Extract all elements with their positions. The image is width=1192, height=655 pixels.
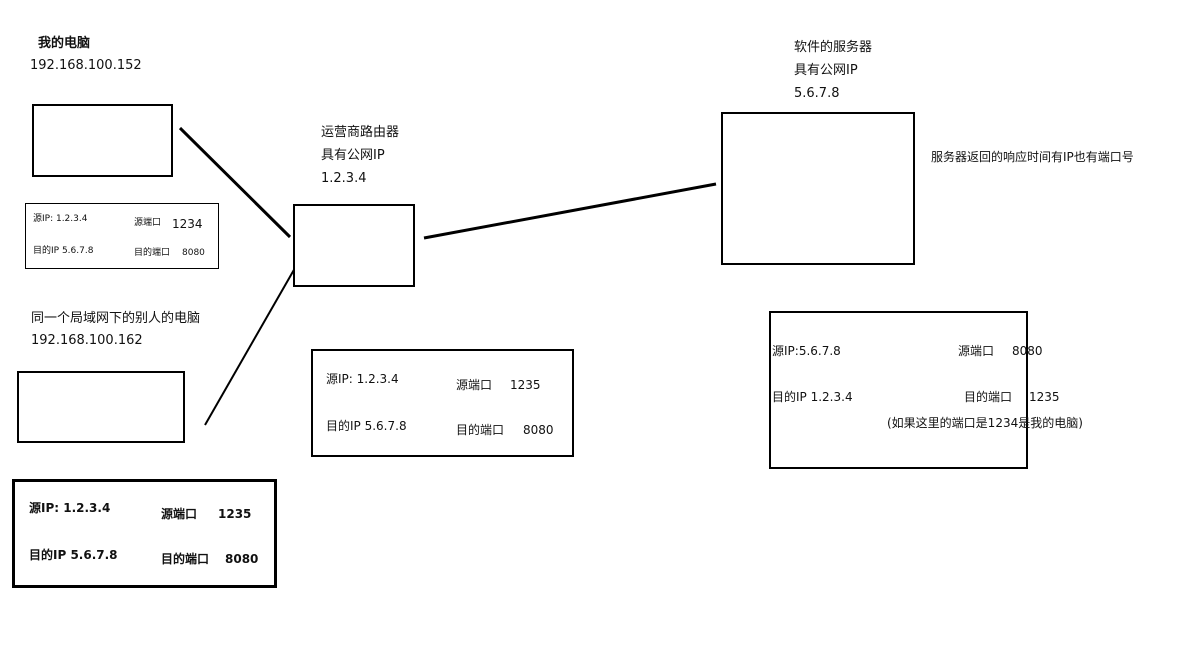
- packet-router-dst-port-label: 目的端口: [456, 423, 505, 437]
- router-label: 运营商路由器: [321, 125, 400, 140]
- packet-other-pc-dst-port: 8080: [225, 552, 259, 566]
- packet-router-dst-ip: 目的IP 5.6.7.8: [326, 419, 407, 433]
- packet-my-pc-dst-port-label: 目的端口: [134, 248, 171, 258]
- packet-router-dst-port: 8080: [523, 423, 554, 437]
- packet-my-pc-src-port: 1234: [172, 217, 203, 231]
- packet-other-pc-src-port-label: 源端口: [161, 507, 198, 521]
- line-router-to-server: [423, 182, 717, 240]
- packet-my-pc-dst-port: 8080: [182, 248, 205, 258]
- packet-other-pc: 源IP: 1.2.3.4 源端口 1235 目的IP 5.6.7.8 目的端口 …: [12, 479, 277, 588]
- other-pc-label: 同一个局域网下的别人的电脑: [31, 311, 201, 326]
- server-label: 软件的服务器: [794, 40, 873, 55]
- server-node: [721, 112, 915, 265]
- server-response-note: 服务器返回的响应时间有IP也有端口号: [931, 150, 1134, 164]
- other-pc-node: [17, 371, 185, 443]
- packet-server-dst-port-label: 目的端口: [964, 390, 1013, 404]
- packet-router-src-port: 1235: [510, 378, 541, 392]
- packet-other-pc-dst-ip: 目的IP 5.6.7.8: [29, 548, 118, 562]
- packet-router-src-ip: 源IP: 1.2.3.4: [326, 372, 399, 386]
- packet-my-pc: 源IP: 1.2.3.4 源端口 1234 目的IP 5.6.7.8 目的端口 …: [25, 203, 219, 269]
- packet-router-src-port-label: 源端口: [456, 378, 493, 392]
- packet-router: 源IP: 1.2.3.4 源端口 1235 目的IP 5.6.7.8 目的端口 …: [311, 349, 574, 457]
- packet-server-src-port-label: 源端口: [958, 344, 995, 358]
- packet-my-pc-src-port-label: 源端口: [134, 218, 162, 228]
- packet-server-src-ip: 源IP:5.6.7.8: [772, 344, 841, 358]
- packet-server: 源IP:5.6.7.8 源端口 8080 目的IP 1.2.3.4 目的端口 1…: [769, 311, 1083, 469]
- server-ip: 5.6.7.8: [794, 86, 840, 101]
- packet-server-note: (如果这里的端口是1234是我的电脑): [887, 416, 1083, 430]
- packet-server-src-port: 8080: [1012, 344, 1043, 358]
- my-pc-node: [32, 104, 173, 177]
- router-ip: 1.2.3.4: [321, 171, 367, 186]
- other-pc-ip: 192.168.100.162: [31, 333, 143, 348]
- packet-other-pc-src-ip: 源IP: 1.2.3.4: [29, 501, 111, 515]
- packet-my-pc-dst-ip: 目的IP 5.6.7.8: [33, 246, 94, 256]
- line-my-pc-to-router: [178, 126, 292, 239]
- packet-server-dst-ip: 目的IP 1.2.3.4: [772, 390, 853, 404]
- packet-other-pc-src-port: 1235: [218, 507, 252, 521]
- router-node: [293, 204, 415, 287]
- server-public-label: 具有公网IP: [794, 63, 858, 78]
- my-pc-label: 我的电脑: [38, 36, 91, 51]
- packet-other-pc-dst-port-label: 目的端口: [161, 552, 210, 566]
- line-other-pc-to-router: [204, 267, 296, 426]
- packet-my-pc-src-ip: 源IP: 1.2.3.4: [33, 214, 88, 224]
- my-pc-ip: 192.168.100.152: [30, 58, 142, 73]
- router-public-label: 具有公网IP: [321, 148, 385, 163]
- packet-server-dst-port: 1235: [1029, 390, 1060, 404]
